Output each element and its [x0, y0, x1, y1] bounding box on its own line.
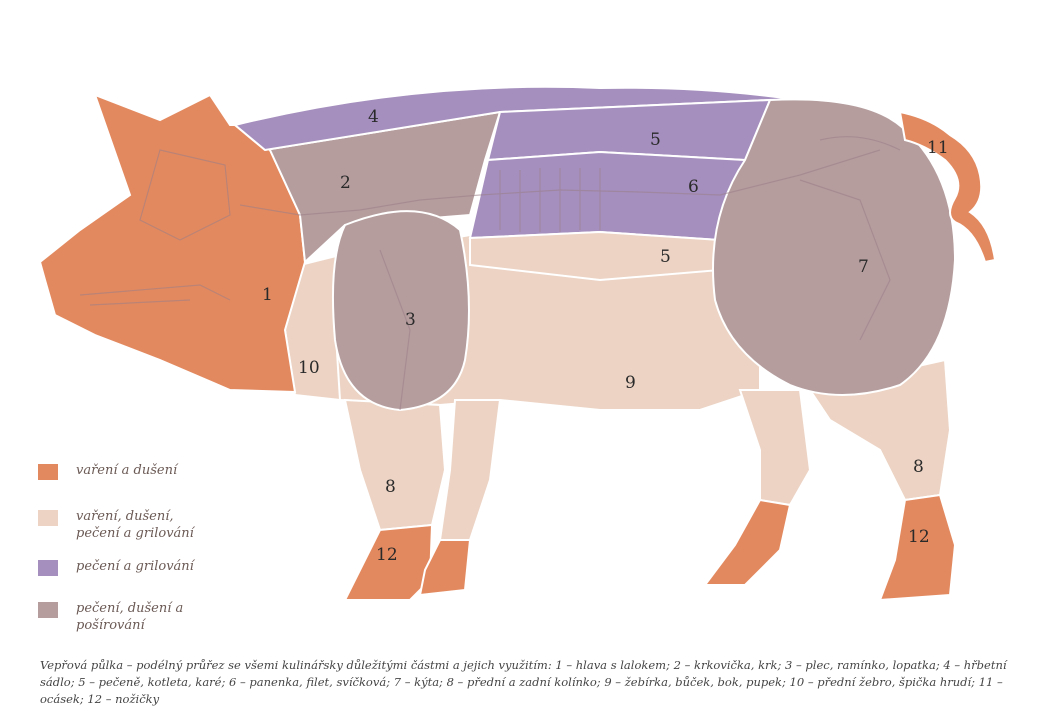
cut-number-label: 5 [650, 130, 661, 150]
cut-3-shoulder [333, 211, 469, 410]
cut-number-label: 4 [368, 107, 379, 127]
pig-cuts-diagram: 1 2 3 4 5 5 6 7 8 8 9 10 11 12 12 [0, 0, 1045, 640]
cut-number-label: 12 [376, 545, 398, 565]
cut-number-label: 3 [405, 310, 416, 330]
cut-6-tenderloin [470, 152, 745, 240]
figure-caption: Vepřová půlka – podélný průřez se všemi … [40, 657, 1020, 708]
hind-trotter-back [705, 500, 790, 585]
legend-swatch [38, 602, 58, 618]
legend-item-roast: pečení a grilování [38, 558, 266, 576]
hind-leg-back [740, 390, 810, 505]
cut-8-front-knee [345, 400, 445, 530]
legend-label: vaření, dušení, pečení a grilování [76, 508, 216, 542]
legend-swatch [38, 464, 58, 480]
cut-number-label: 7 [858, 257, 869, 277]
cut-number-label: 5 [660, 247, 671, 267]
cut-number-label: 9 [625, 373, 636, 393]
front-leg-back [440, 400, 500, 540]
cut-number-label: 11 [927, 138, 949, 158]
legend-item-boil: vaření a dušení [38, 462, 266, 480]
legend-swatch [38, 510, 58, 526]
cut-number-label: 2 [340, 173, 351, 193]
legend-item-roast-poach: pečení, dušení a pošírování [38, 600, 186, 634]
legend-label: pečení, dušení a pošírování [76, 600, 186, 634]
legend-item-boil-roast: vaření, dušení, pečení a grilování [38, 508, 216, 542]
cut-number-label: 6 [688, 177, 699, 197]
cut-number-label: 12 [908, 527, 930, 547]
cut-number-label: 1 [262, 285, 273, 305]
legend-label: vaření a dušení [76, 462, 266, 479]
legend-swatch [38, 560, 58, 576]
cut-12-hind-trotter [880, 495, 955, 600]
legend-label: pečení a grilování [76, 558, 266, 575]
cut-number-label: 10 [298, 358, 320, 378]
cut-number-label: 8 [913, 457, 924, 477]
cut-number-label: 8 [385, 477, 396, 497]
